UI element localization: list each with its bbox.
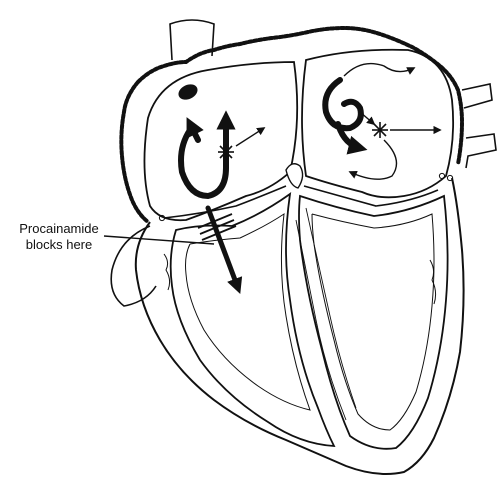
annotation-label-line2: blocks here (4, 237, 114, 253)
atrioventricular-septum (286, 164, 303, 188)
ectopic-focus-left-atrium (372, 122, 388, 138)
conduction-arrow-right-atrium (236, 128, 264, 146)
myocardium-trabeculae (164, 254, 436, 304)
left-ventricle (299, 196, 448, 449)
tricuspid-plane (164, 186, 286, 218)
pulmonary-veins-right (462, 84, 496, 168)
annotation-leader-line (104, 236, 214, 244)
septal-detail (296, 208, 356, 420)
left-atrium (302, 50, 453, 198)
sa-node (176, 81, 200, 102)
superior-vena-cava (170, 20, 214, 60)
left-ventricle-inner (312, 214, 434, 430)
reentry-loop-arrow-left-atrium (325, 80, 361, 128)
ectopic-focus-right-atrium (218, 144, 234, 160)
node-marker (439, 173, 444, 178)
conduction-arrow-left-atrium-top (344, 64, 414, 76)
reentry-loop-entry-arrow (190, 124, 198, 140)
node-marker (447, 175, 452, 180)
reentry-loop-arrow-right-atrium (181, 118, 226, 196)
annotation-label-line1: Procainamide (4, 221, 114, 237)
right-atrium (144, 62, 297, 220)
